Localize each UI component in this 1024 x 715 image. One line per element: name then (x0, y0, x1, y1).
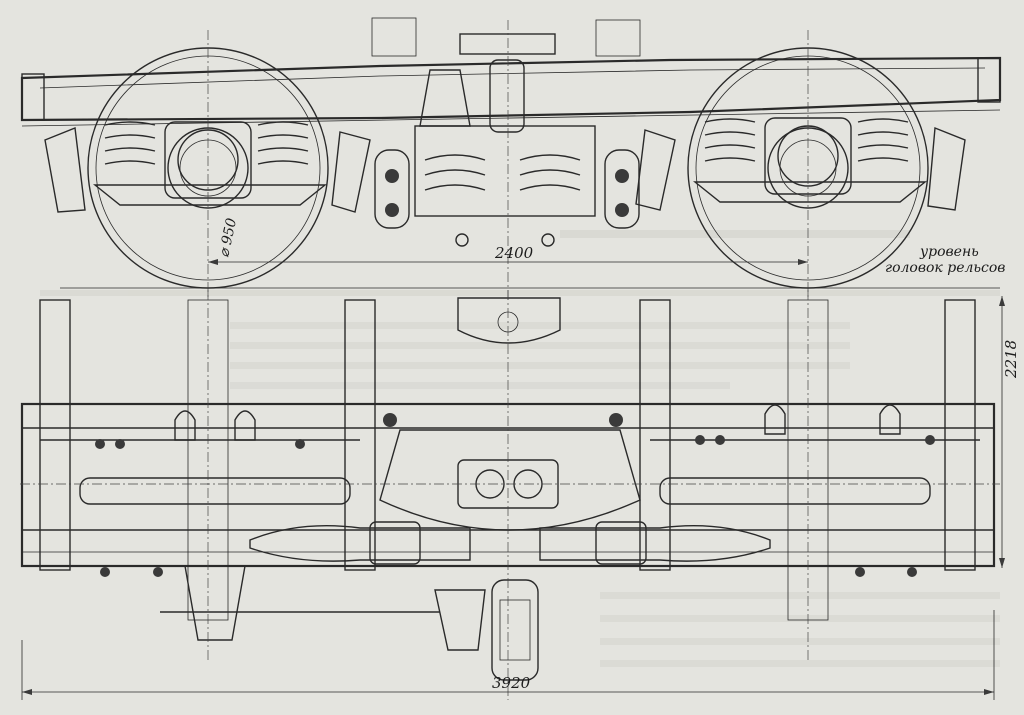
frame-side-beam (20, 56, 1002, 127)
centre-pivot-plate (457, 297, 561, 344)
plan-view (20, 290, 1000, 700)
overall-length-label: 3920 (492, 674, 531, 692)
brake-rods (40, 439, 980, 613)
width-dimension-label: 2218 (1002, 340, 1020, 379)
side-dimensions (208, 259, 808, 265)
wheelbase-label: 2400 (494, 244, 534, 262)
bolts (95, 413, 935, 577)
wheel-diameter-label: ⌀ 950 (216, 217, 240, 259)
rail-level-label-line1: уровень (919, 244, 979, 260)
plan-dimensions (21, 296, 1005, 700)
equalizer-beams (249, 521, 771, 565)
lower-brackets (184, 565, 539, 681)
axle-springs (93, 118, 927, 206)
brake-shoes (44, 127, 966, 213)
rail-level-label-line2: головок рельсов (885, 260, 1005, 276)
spring-hangers (174, 404, 901, 441)
paper-bleed-through (40, 230, 1000, 667)
central-bolster (371, 17, 641, 217)
bolster-plan (379, 429, 641, 531)
swing-links (374, 149, 640, 247)
side-view (20, 17, 1002, 300)
